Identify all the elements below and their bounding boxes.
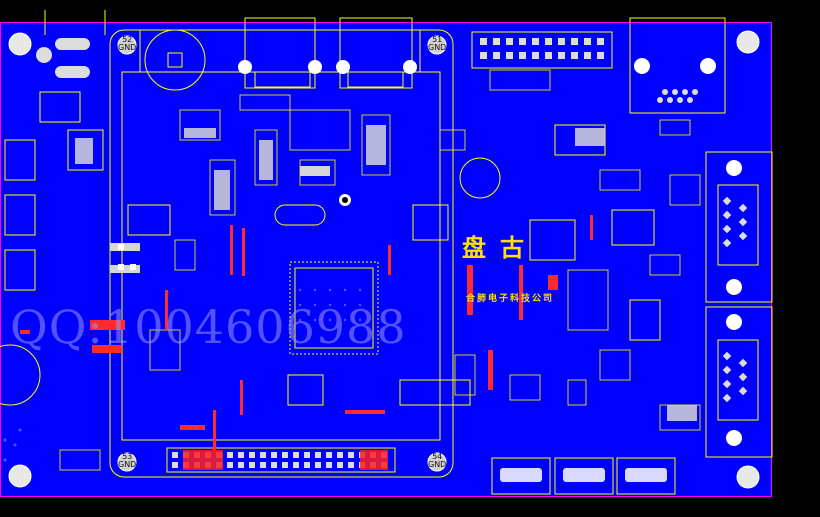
watermark: QQ:1004606988 — [10, 300, 407, 354]
left-circle-part — [0, 157, 501, 406]
chip-fills — [75, 125, 697, 421]
main-ic — [289, 261, 379, 355]
core-mount-holes — [117, 35, 447, 472]
corner-holes — [8, 30, 760, 489]
red-vias — [20, 215, 593, 450]
board-substrate — [0, 22, 772, 497]
mount-hole-number: 54 — [432, 452, 443, 461]
mount-hole-net: GND — [118, 43, 137, 52]
mount-hole-number: 53 — [122, 452, 133, 461]
mount-hole-net: GND — [428, 43, 447, 52]
db9-connectors — [705, 151, 773, 458]
mount-hole-label-51: 51 GND — [428, 36, 446, 52]
rj45-connector — [629, 17, 726, 114]
bottom-connectors — [491, 457, 676, 495]
corner-hole-tl — [8, 32, 32, 56]
left-components — [4, 91, 661, 406]
corner-hole-br — [736, 465, 760, 489]
top-connectors — [244, 17, 413, 89]
company-name-text: 合肺电子科技公司 — [466, 294, 555, 304]
mount-hole-number: 52 — [122, 35, 133, 44]
mount-hole-label-53: 53 GND — [118, 453, 136, 469]
via-field — [3, 288, 362, 462]
mount-hole-label-54: 54 GND — [428, 453, 446, 469]
mount-hole-net: GND — [428, 460, 447, 469]
crystal — [144, 29, 206, 91]
expansion-header — [166, 447, 396, 473]
board-logo-text: 盘古 — [462, 233, 538, 262]
jtag-header — [471, 31, 613, 69]
corner-hole-tr — [736, 30, 760, 54]
mount-hole-net: GND — [118, 460, 137, 469]
mount-hole-number: 51 — [432, 35, 443, 44]
corner-hole-bl — [8, 464, 32, 488]
mount-hole-label-52: 52 GND — [118, 36, 136, 52]
